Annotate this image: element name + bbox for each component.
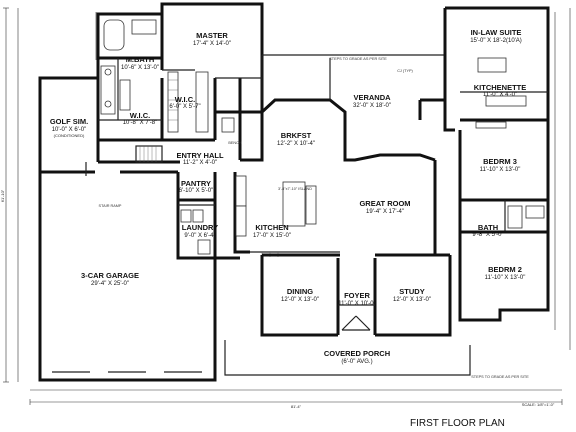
note-cj: CJ (TYP) (397, 69, 413, 73)
room-dim-dining: 12'-0" X 13'-0" (281, 297, 319, 303)
room-dim-bed2: 11'-10" X 13'-0" (485, 275, 526, 281)
room-dim-study: 12'-0" X 13'-0" (393, 297, 431, 303)
room-label-garage: 3-CAR GARAGE (81, 271, 139, 280)
note-bench: BENCH (228, 141, 242, 145)
room-dim-laundry: 9'-0" X 6'-4" (184, 233, 215, 239)
room-dim-mbath: 10'-6" X 13'-0" (121, 65, 159, 71)
room-label-laundry: LAUNDRY (182, 223, 218, 232)
room-label-brkfst: BRKFST (281, 131, 312, 140)
front-rooms-walls (224, 255, 471, 376)
room-dim-master: 17'-4" X 14'-0" (193, 41, 231, 47)
room-label-kitchenette: KITCHENETTE (474, 83, 527, 92)
note-steps-bottom: STEPS TO GRADE AS PER SITE (471, 375, 529, 379)
room-dim-entry: 11'-2" X 4'-0" (183, 160, 217, 166)
room-label-kitchen: KITCHEN (255, 223, 288, 232)
note-island: 3'-8"x7'-10" ISLAND (278, 187, 312, 191)
plan-notes: 3'-8"x7'-10" ISLAND STEPS TO GRADE AS PE… (99, 57, 530, 379)
room-dim-bed3: 11'-10" X 13'-0" (480, 167, 521, 173)
room-dim-inlaw: 15'-0" X 18'-2(10'A) (470, 38, 522, 44)
room-dim-kitchen: 17'-0" X 15'-0" (253, 233, 291, 239)
room-dim-brkfst: 12'-2" X 10'-4" (277, 141, 315, 147)
room-dim-golf: 10'-0" X 6'-0" (52, 127, 87, 133)
master-suite-walls (96, 2, 264, 160)
room-label-entry: ENTRY HALL (176, 151, 224, 160)
dimension-lines (3, 7, 571, 405)
room-labels: MASTER 17'-4" X 14'-0" M.BATH 10'-6" X 1… (50, 28, 526, 365)
room-label-golf: GOLF SIM. (50, 117, 88, 126)
entry-hall-walls (85, 145, 180, 176)
room-dim-garage: 29'-4" X 25'-0" (91, 281, 129, 287)
room-label-bed3: BEDRM 3 (483, 157, 517, 166)
room-dim-kitchenette: 11'-0" X 4'-0" (483, 92, 517, 98)
room-dim-wic1: 6'-0" X 5'-7" (169, 104, 200, 110)
room-label-master: MASTER (196, 31, 228, 40)
room-dim-pantry: 6'-10" X 5'-0" (179, 188, 214, 194)
room-dim-wic2: 10'-8" X 7'-8" (123, 120, 158, 126)
room-label-wic2: W.I.C. (130, 111, 150, 120)
note-stair: STAIR RAMP (99, 204, 122, 208)
overall-depth: 61'-10" (0, 189, 5, 202)
overall-width: 81'-4" (291, 404, 302, 409)
room-label-veranda: VERANDA (353, 93, 391, 102)
room-label-study: STUDY (399, 287, 424, 296)
room-label-porch: COVERED PORCH (324, 349, 390, 358)
plan-scale: SCALE: 1/8"=1'-0" (522, 402, 555, 407)
room-dim-foyer: 11'-0" X 10'-0" (338, 301, 375, 307)
room-label-wic1: W.I.C. (175, 95, 195, 104)
room-label-great: GREAT ROOM (359, 199, 410, 208)
room-dim-bath: 9'-8" X 5'-0" (472, 232, 503, 238)
room-note-golf: (CONDITIONED) (54, 133, 85, 138)
room-label-inlaw: IN-LAW SUITE (471, 28, 522, 37)
room-dim-porch: (6'-0" AVG.) (341, 359, 372, 365)
room-label-bath: BATH (478, 223, 498, 232)
room-dim-veranda: 32'-0" X 18'-0" (353, 103, 391, 109)
room-label-foyer: FOYER (344, 291, 370, 300)
room-dim-great: 19'-4" X 17'-4" (366, 209, 404, 215)
room-label-dining: DINING (287, 287, 313, 296)
service-walls (176, 112, 340, 260)
room-label-mbath: M.BATH (126, 55, 155, 64)
room-label-bed2: BEDRM 2 (488, 265, 522, 274)
room-label-pantry: PANTRY (181, 179, 211, 188)
in-law-suite-walls (443, 6, 550, 322)
plan-title: FIRST FLOOR PLAN (410, 418, 505, 429)
great-room-walls (260, 54, 455, 257)
note-steps-top: STEPS TO GRADE AS PER SITE (329, 57, 387, 61)
